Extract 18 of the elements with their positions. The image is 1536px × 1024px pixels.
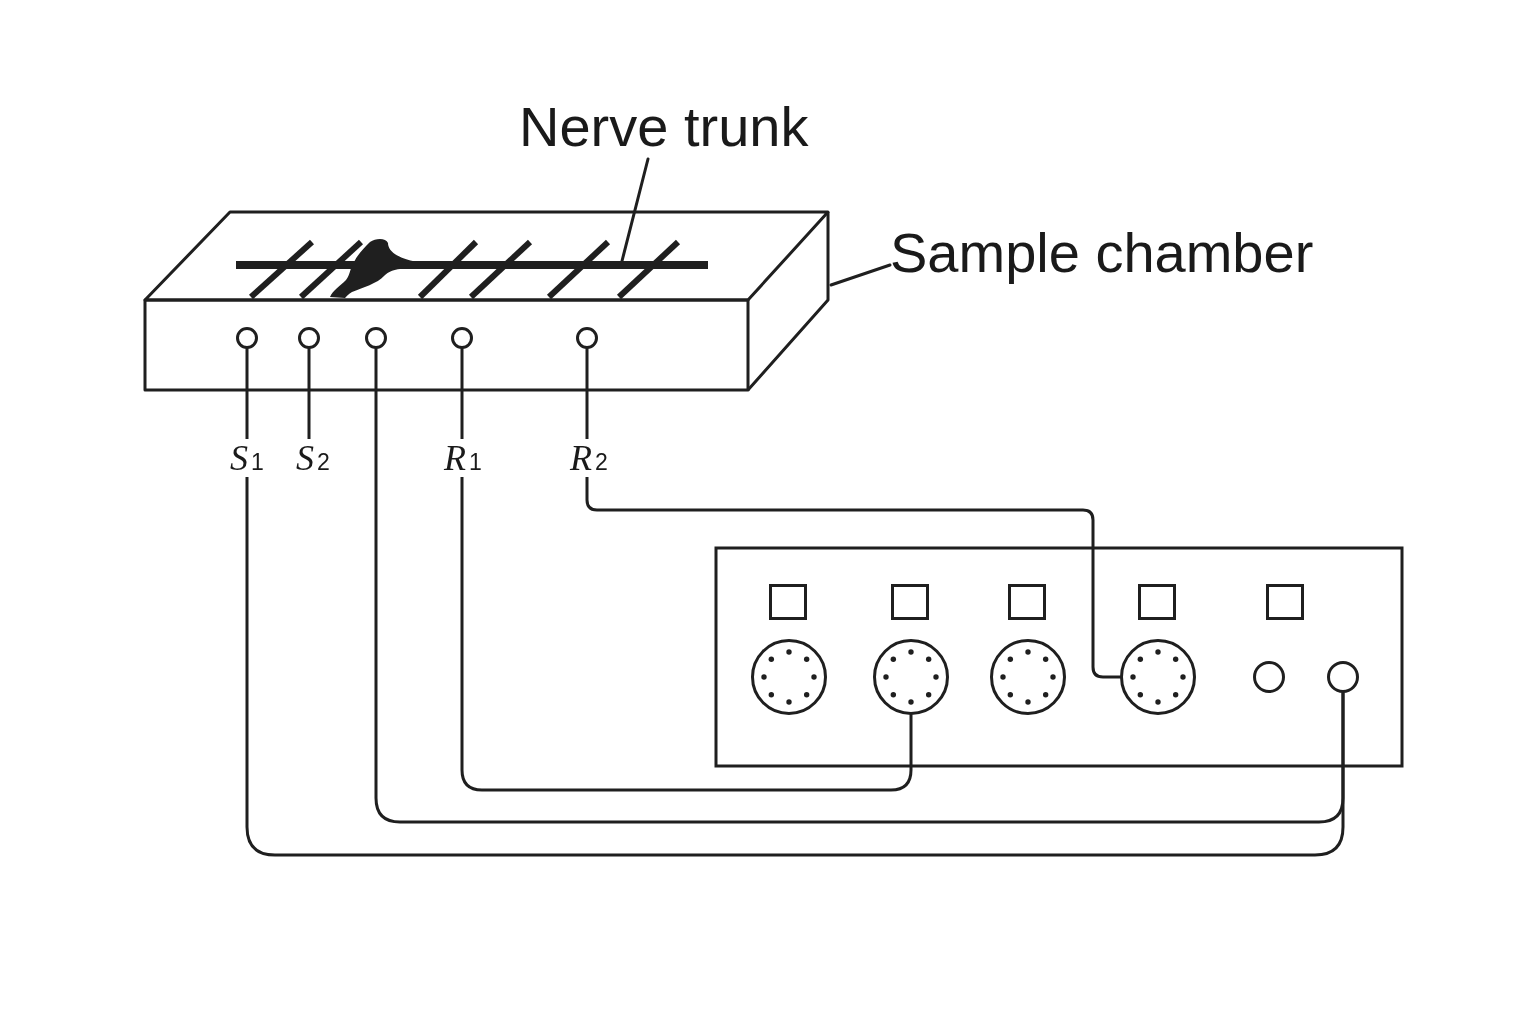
callout-label: Nerve trunk [519, 95, 809, 160]
terminal-ring-icon [298, 327, 320, 349]
terminal-ring-icon [451, 327, 473, 349]
nerve-trunk [236, 261, 708, 269]
terminal-ring-icon [576, 327, 598, 349]
wire [245, 347, 1345, 857]
terminal-ring-icon [236, 327, 258, 349]
wire [585, 347, 1122, 679]
terminal-ring-icon [365, 327, 387, 349]
jack-socket-icon [1327, 661, 1359, 693]
multi-pin-socket-icon [873, 639, 949, 715]
leader-line [620, 157, 650, 263]
callout-label: Sample chamber [890, 221, 1314, 286]
wire [307, 347, 311, 442]
wire [460, 347, 913, 792]
multi-pin-socket-icon [1120, 639, 1196, 715]
wire [374, 347, 1345, 824]
leader-line [829, 263, 892, 287]
